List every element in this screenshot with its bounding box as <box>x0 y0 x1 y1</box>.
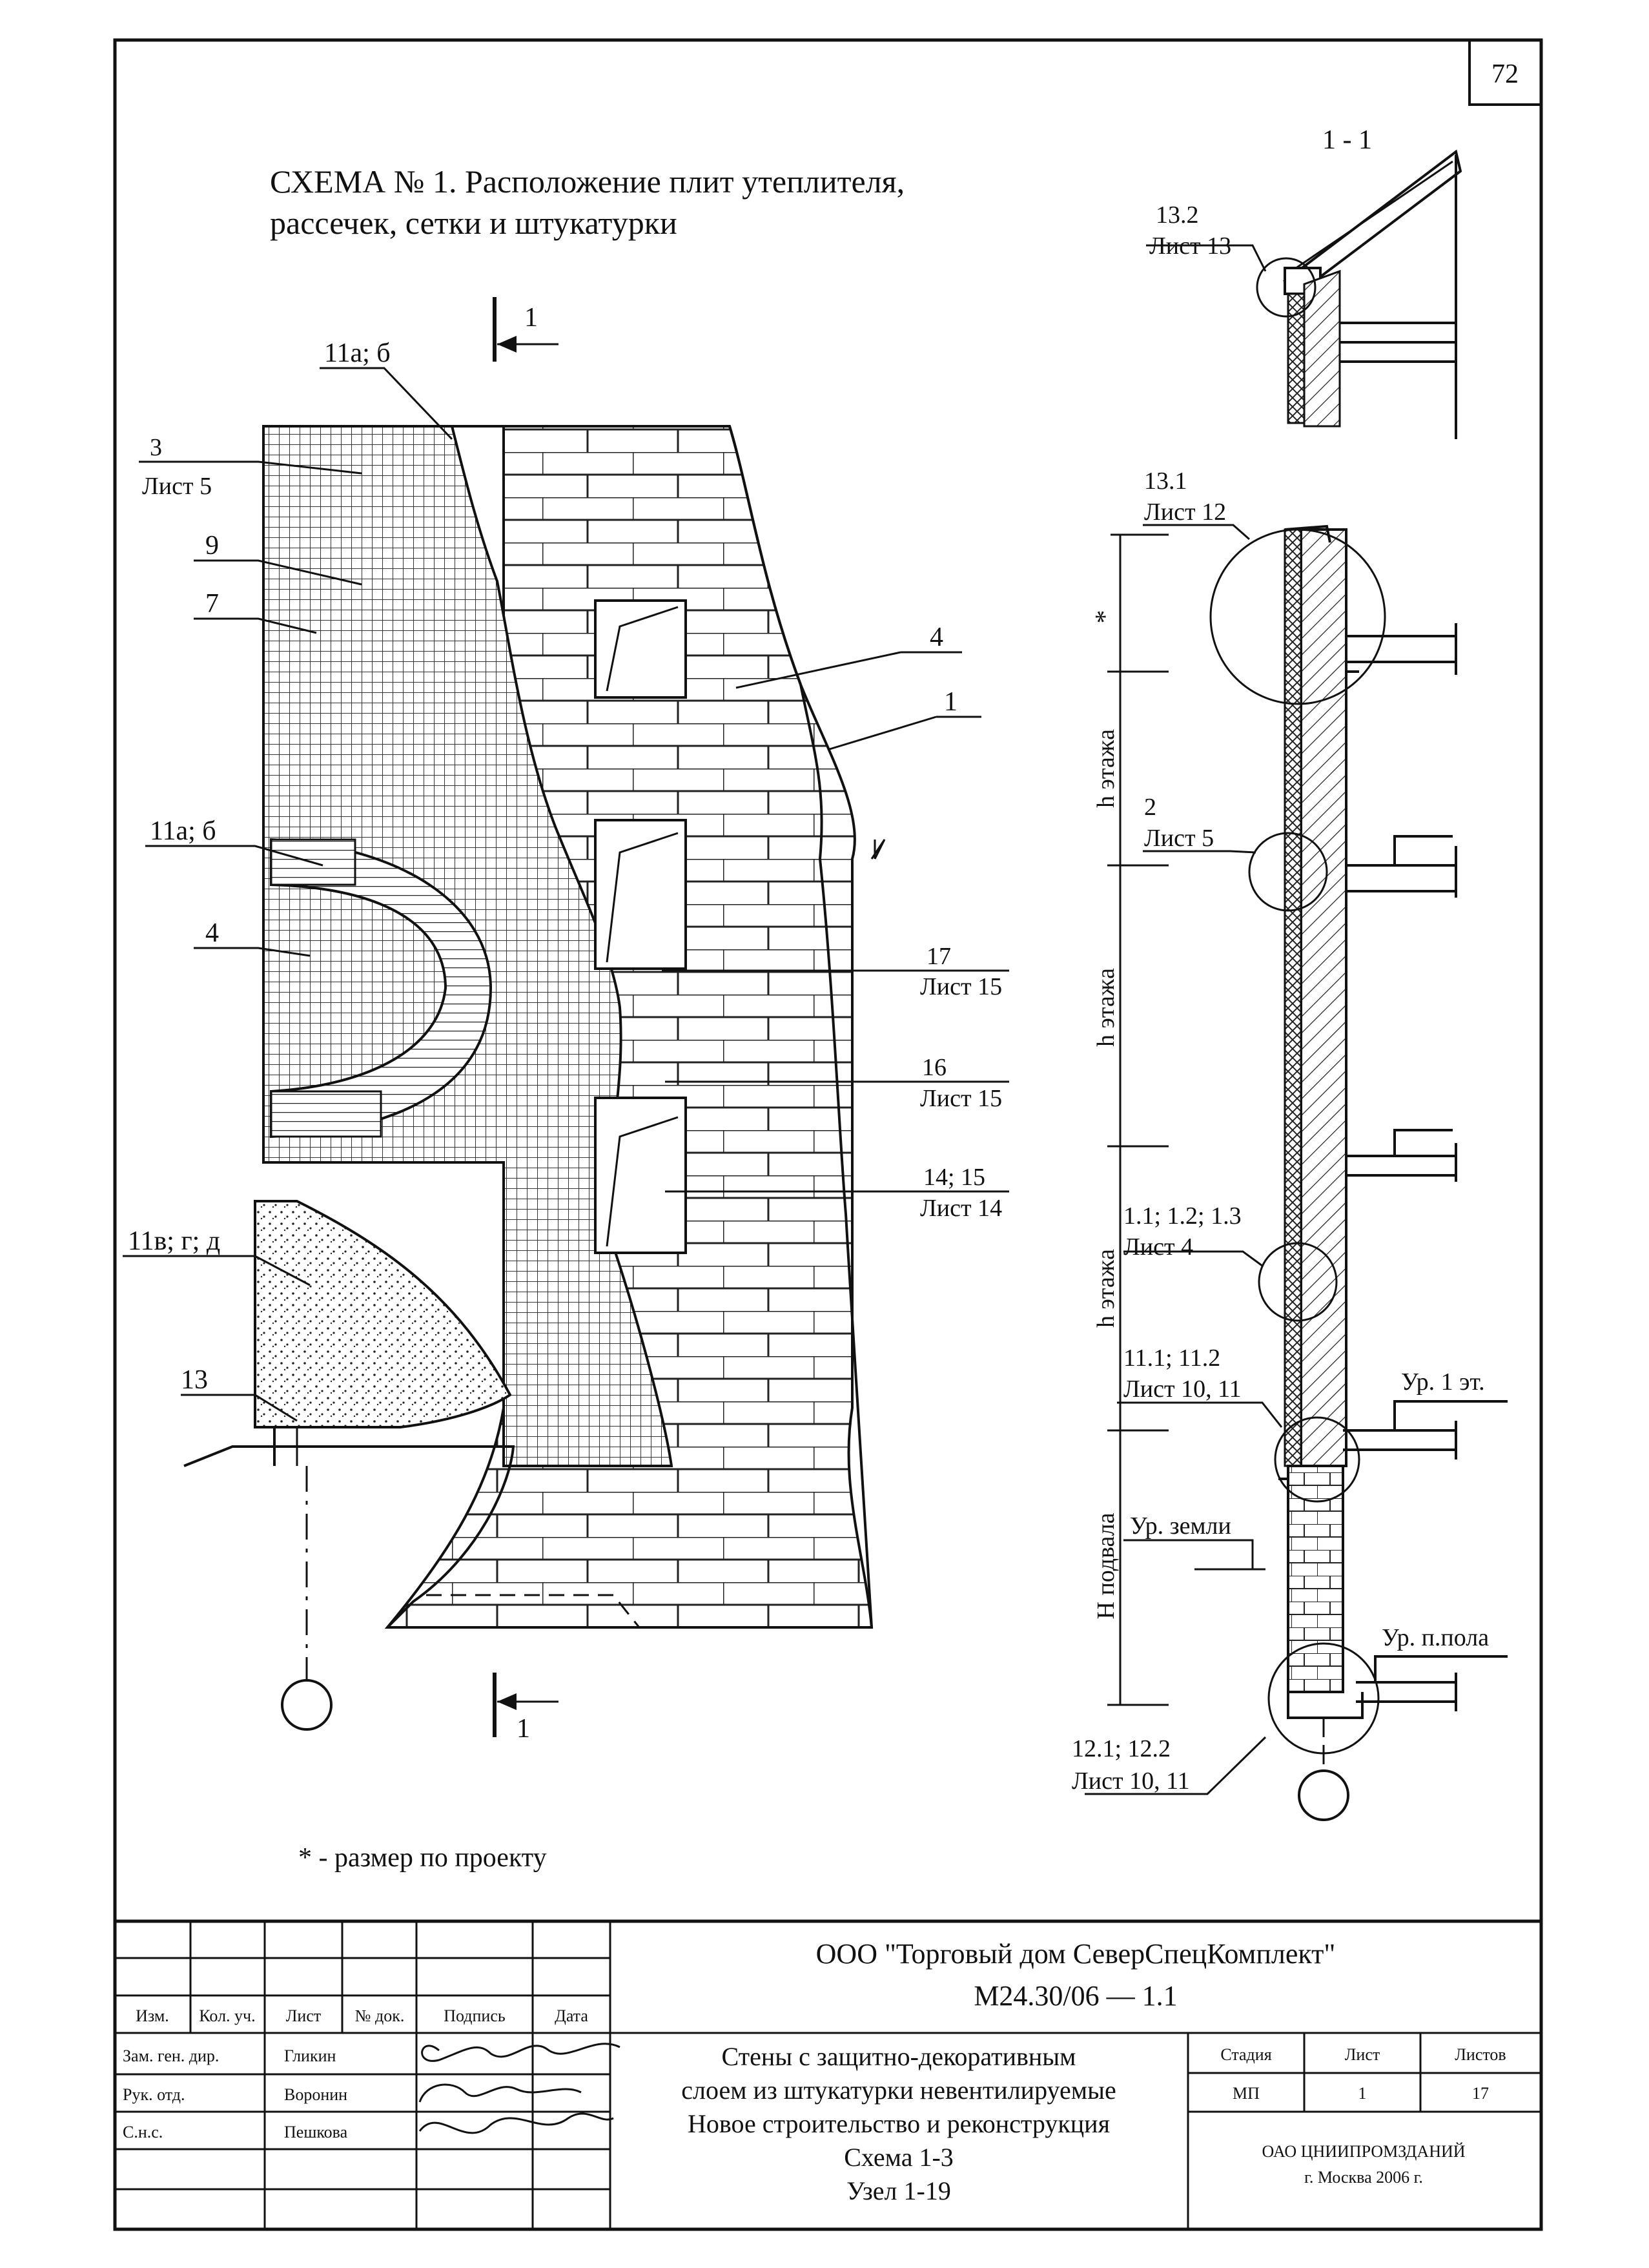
description-line-2: слоем из штукатурки невентилируемые <box>681 2076 1116 2105</box>
role-1: Зам. ген. дир. <box>123 2046 219 2065</box>
callout-13-1: 13.1 <box>1144 468 1187 495</box>
wall-break-edge <box>728 426 873 1628</box>
header-list: Лист <box>286 2006 321 2025</box>
dim-h-floor-1: h этажа <box>1092 729 1120 808</box>
section-label: 1 - 1 <box>1322 125 1372 155</box>
dim-h-floor-2: h этажа <box>1092 968 1120 1047</box>
header-doc-no: № док. <box>355 2006 405 2025</box>
document-code: М24.30/06 — 1.1 <box>974 1980 1177 2012</box>
company-name: ООО "Торговый дом СеверСпецКомплект" <box>816 1938 1336 1970</box>
section-leaders <box>1085 524 1283 1795</box>
dimension-chain <box>1107 533 1169 1706</box>
callout-11ab-top: 11а; б <box>324 338 391 368</box>
title-block: Изм. Кол. уч. Лист № док. Подпись Дата З… <box>113 1919 1543 2231</box>
callout-14-15: 14; 15 <box>923 1164 985 1191</box>
scheme-title-line1: СХЕМА № 1. Расположение плит утеплителя, <box>270 163 905 200</box>
org-city-year: г. Москва 2006 г. <box>1304 2168 1423 2187</box>
footnote: * - размер по проекту <box>298 1843 547 1873</box>
page-number-box: 72 <box>1468 39 1542 106</box>
plinth-profile <box>183 1445 515 1629</box>
dim-star: * <box>1091 610 1120 624</box>
callout-1-x-sheet: Лист 4 <box>1123 1233 1193 1261</box>
callout-14-15-sheet: Лист 14 <box>920 1195 1002 1222</box>
header-date: Дата <box>555 2006 588 2025</box>
role-3: С.н.с. <box>123 2123 163 2141</box>
axis-marker <box>281 1679 333 1731</box>
callout-12-x: 12.1; 12.2 <box>1072 1735 1171 1762</box>
callout-3-sheet: Лист 5 <box>142 473 212 500</box>
sheets-header: Листов <box>1455 2045 1506 2064</box>
callout-1: 1 <box>944 687 958 717</box>
stage-header: Стадия <box>1220 2045 1271 2064</box>
section-insulation <box>1284 528 1302 1467</box>
page-number: 72 <box>1491 59 1519 89</box>
callout-16-sheet: Лист 15 <box>920 1085 1002 1112</box>
foundation-dashed-line <box>426 1594 640 1628</box>
signatures <box>418 2043 620 2134</box>
floor-slabs <box>1343 623 1508 1711</box>
callout-16: 16 <box>922 1054 947 1081</box>
description-line-3: Новое строительство и реконструкция <box>688 2109 1110 2138</box>
sheets-value: 17 <box>1472 2084 1489 2103</box>
level-ground: Ур. земли <box>1130 1512 1231 1540</box>
level-floor-1: Ур. 1 эт. <box>1401 1368 1485 1396</box>
name-2: Воронин <box>284 2085 347 2104</box>
callout-4-left: 4 <box>205 918 219 948</box>
sheet-value: 1 <box>1358 2084 1367 2103</box>
callout-13-1-sheet: Лист 12 <box>1144 499 1226 526</box>
section-cut-label-top: 1 <box>524 303 538 333</box>
roof-detail <box>1256 149 1462 439</box>
dim-h-basement: H подвала <box>1092 1512 1120 1619</box>
section-basement-wall <box>1287 1465 1344 1693</box>
callout-3: 3 <box>150 434 162 461</box>
window-openings <box>594 599 687 1254</box>
callout-2: 2 <box>1144 794 1156 821</box>
header-kol-uch: Кол. уч. <box>199 2006 255 2025</box>
role-2: Рук. отд. <box>123 2085 185 2104</box>
name-1: Гликин <box>284 2046 336 2065</box>
callout-11ab-mid: 11а; б <box>150 816 216 846</box>
callout-11-x: 11.1; 11.2 <box>1123 1345 1220 1372</box>
callout-13-2: 13.2 <box>1156 201 1199 229</box>
header-signature: Подпись <box>444 2006 506 2025</box>
callout-4-right: 4 <box>930 623 943 652</box>
description-line-5: Узел 1-19 <box>846 2176 951 2205</box>
section-axis-marker <box>1298 1769 1349 1821</box>
description-line-1: Стены с защитно-декоративным <box>722 2042 1076 2071</box>
callout-17-sheet: Лист 15 <box>920 973 1002 1000</box>
callout-12-x-sheet: Лист 10, 11 <box>1072 1768 1190 1795</box>
callout-1-x: 1.1; 1.2; 1.3 <box>1123 1202 1242 1230</box>
facade-leaders <box>123 367 1009 1422</box>
section-wall-masonry <box>1300 528 1347 1467</box>
section-1-1: 1 - 1 13.2 Лист 13 <box>1072 125 1508 1821</box>
callout-13: 13 <box>181 1365 208 1395</box>
callout-9: 9 <box>205 531 219 561</box>
section-cut-top: 1 <box>493 297 558 362</box>
scheme-title-line2: рассечек, сетки и штукатурки <box>270 205 677 241</box>
name-3: Пешкова <box>284 2123 348 2141</box>
plaster-finish <box>254 1200 512 1428</box>
stage-value: МП <box>1233 2084 1260 2103</box>
facade-elevation: 1 1 11а; б 3 <box>123 297 1009 1744</box>
section-cut-label-bottom: 1 <box>517 1714 530 1744</box>
callout-7: 7 <box>205 589 219 619</box>
callout-11vgd: 11в; г; д <box>128 1226 220 1256</box>
callout-11-x-sheet: Лист 10, 11 <box>1123 1376 1242 1403</box>
sheet-header: Лист <box>1345 2045 1380 2064</box>
header-izm: Изм. <box>136 2006 169 2025</box>
section-cut-bottom: 1 <box>493 1673 558 1744</box>
level-basement-floor: Ур. п.пола <box>1382 1624 1489 1651</box>
callout-13-2-sheet: Лист 13 <box>1149 232 1231 260</box>
barrier-band-bottom <box>270 1090 382 1138</box>
callout-17: 17 <box>927 943 951 970</box>
description-line-4: Схема 1-3 <box>844 2143 954 2172</box>
leader-13-2 <box>1146 244 1267 272</box>
dim-h-floor-3: h этажа <box>1092 1249 1120 1328</box>
org-name: ОАО ЦНИИПРОМЗДАНИЙ <box>1262 2142 1465 2161</box>
callout-2-sheet: Лист 5 <box>1144 825 1214 852</box>
